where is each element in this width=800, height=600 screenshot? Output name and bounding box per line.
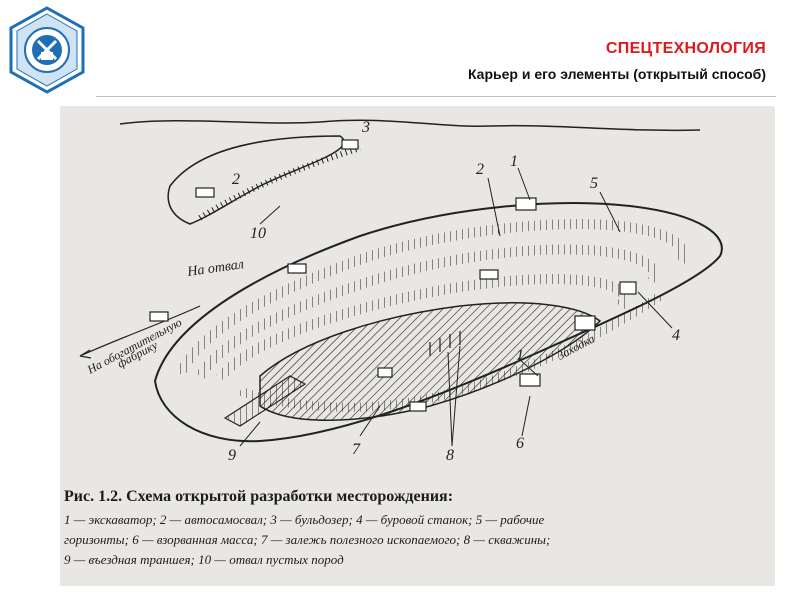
label-n1a: 1 [510, 153, 518, 170]
excavator-icon [574, 315, 596, 331]
caption-line-3: 9 — въездная траншея; 10 — отвал пустых … [64, 552, 344, 567]
drill-rig-icon [619, 281, 637, 295]
header-divider [96, 96, 776, 97]
label-n6: 6 [516, 435, 524, 452]
label-n1b: 1 [516, 347, 524, 364]
page-title: СПЕЦТЕХНОЛОГИЯ [605, 40, 766, 57]
caption-title: Рис. 1.2. Схема открытой разработки мест… [64, 488, 454, 505]
truck-icon [287, 263, 307, 274]
machine-icons [149, 139, 637, 412]
excavator-icon [519, 373, 541, 387]
bench-2 [195, 244, 659, 379]
bench-1 [175, 219, 688, 377]
label-to-plant-1: На обогатительную [84, 315, 185, 377]
label-n5: 5 [590, 175, 598, 192]
open-pit-diagram: 3 2 10 2 1 5 4 1 6 8 7 9 На отвал На обо… [60, 106, 775, 486]
ore-body [259, 302, 602, 421]
ground-line [119, 119, 701, 132]
label-n7: 7 [352, 441, 361, 458]
label-to-dump: На отвал [185, 257, 244, 280]
drill-holes [429, 331, 461, 356]
caption-line-2: горизонты; 6 — взорванная масса; 7 — зал… [64, 532, 551, 547]
truck-icon [377, 367, 393, 378]
haul-road [79, 305, 201, 357]
waste-dump [167, 135, 345, 225]
label-n2b: 2 [476, 161, 484, 178]
institution-logo [8, 6, 86, 94]
label-n8: 8 [446, 447, 454, 464]
label-n4: 4 [672, 327, 680, 344]
truck-icon [409, 401, 427, 412]
bench-3 [215, 274, 629, 382]
label-n10: 10 [250, 225, 266, 242]
caption-line-1: 1 — экскаватор; 2 — автосамосвал; 3 — бу… [64, 512, 545, 527]
label-n2a: 2 [232, 171, 240, 188]
label-n3: 3 [361, 119, 370, 136]
bulldozer-icon [341, 139, 359, 150]
page-subtitle: Карьер и его элементы (открытый способ) [467, 66, 766, 82]
entry-trench [223, 375, 307, 427]
excavator-icon [515, 197, 537, 211]
pit-outer-contour [153, 202, 723, 443]
truck-icon [195, 187, 215, 198]
truck-icon [149, 311, 169, 322]
truck-icon [479, 269, 499, 280]
figure-caption: Рис. 1.2. Схема открытой разработки мест… [64, 488, 764, 572]
label-n9: 9 [228, 447, 236, 464]
